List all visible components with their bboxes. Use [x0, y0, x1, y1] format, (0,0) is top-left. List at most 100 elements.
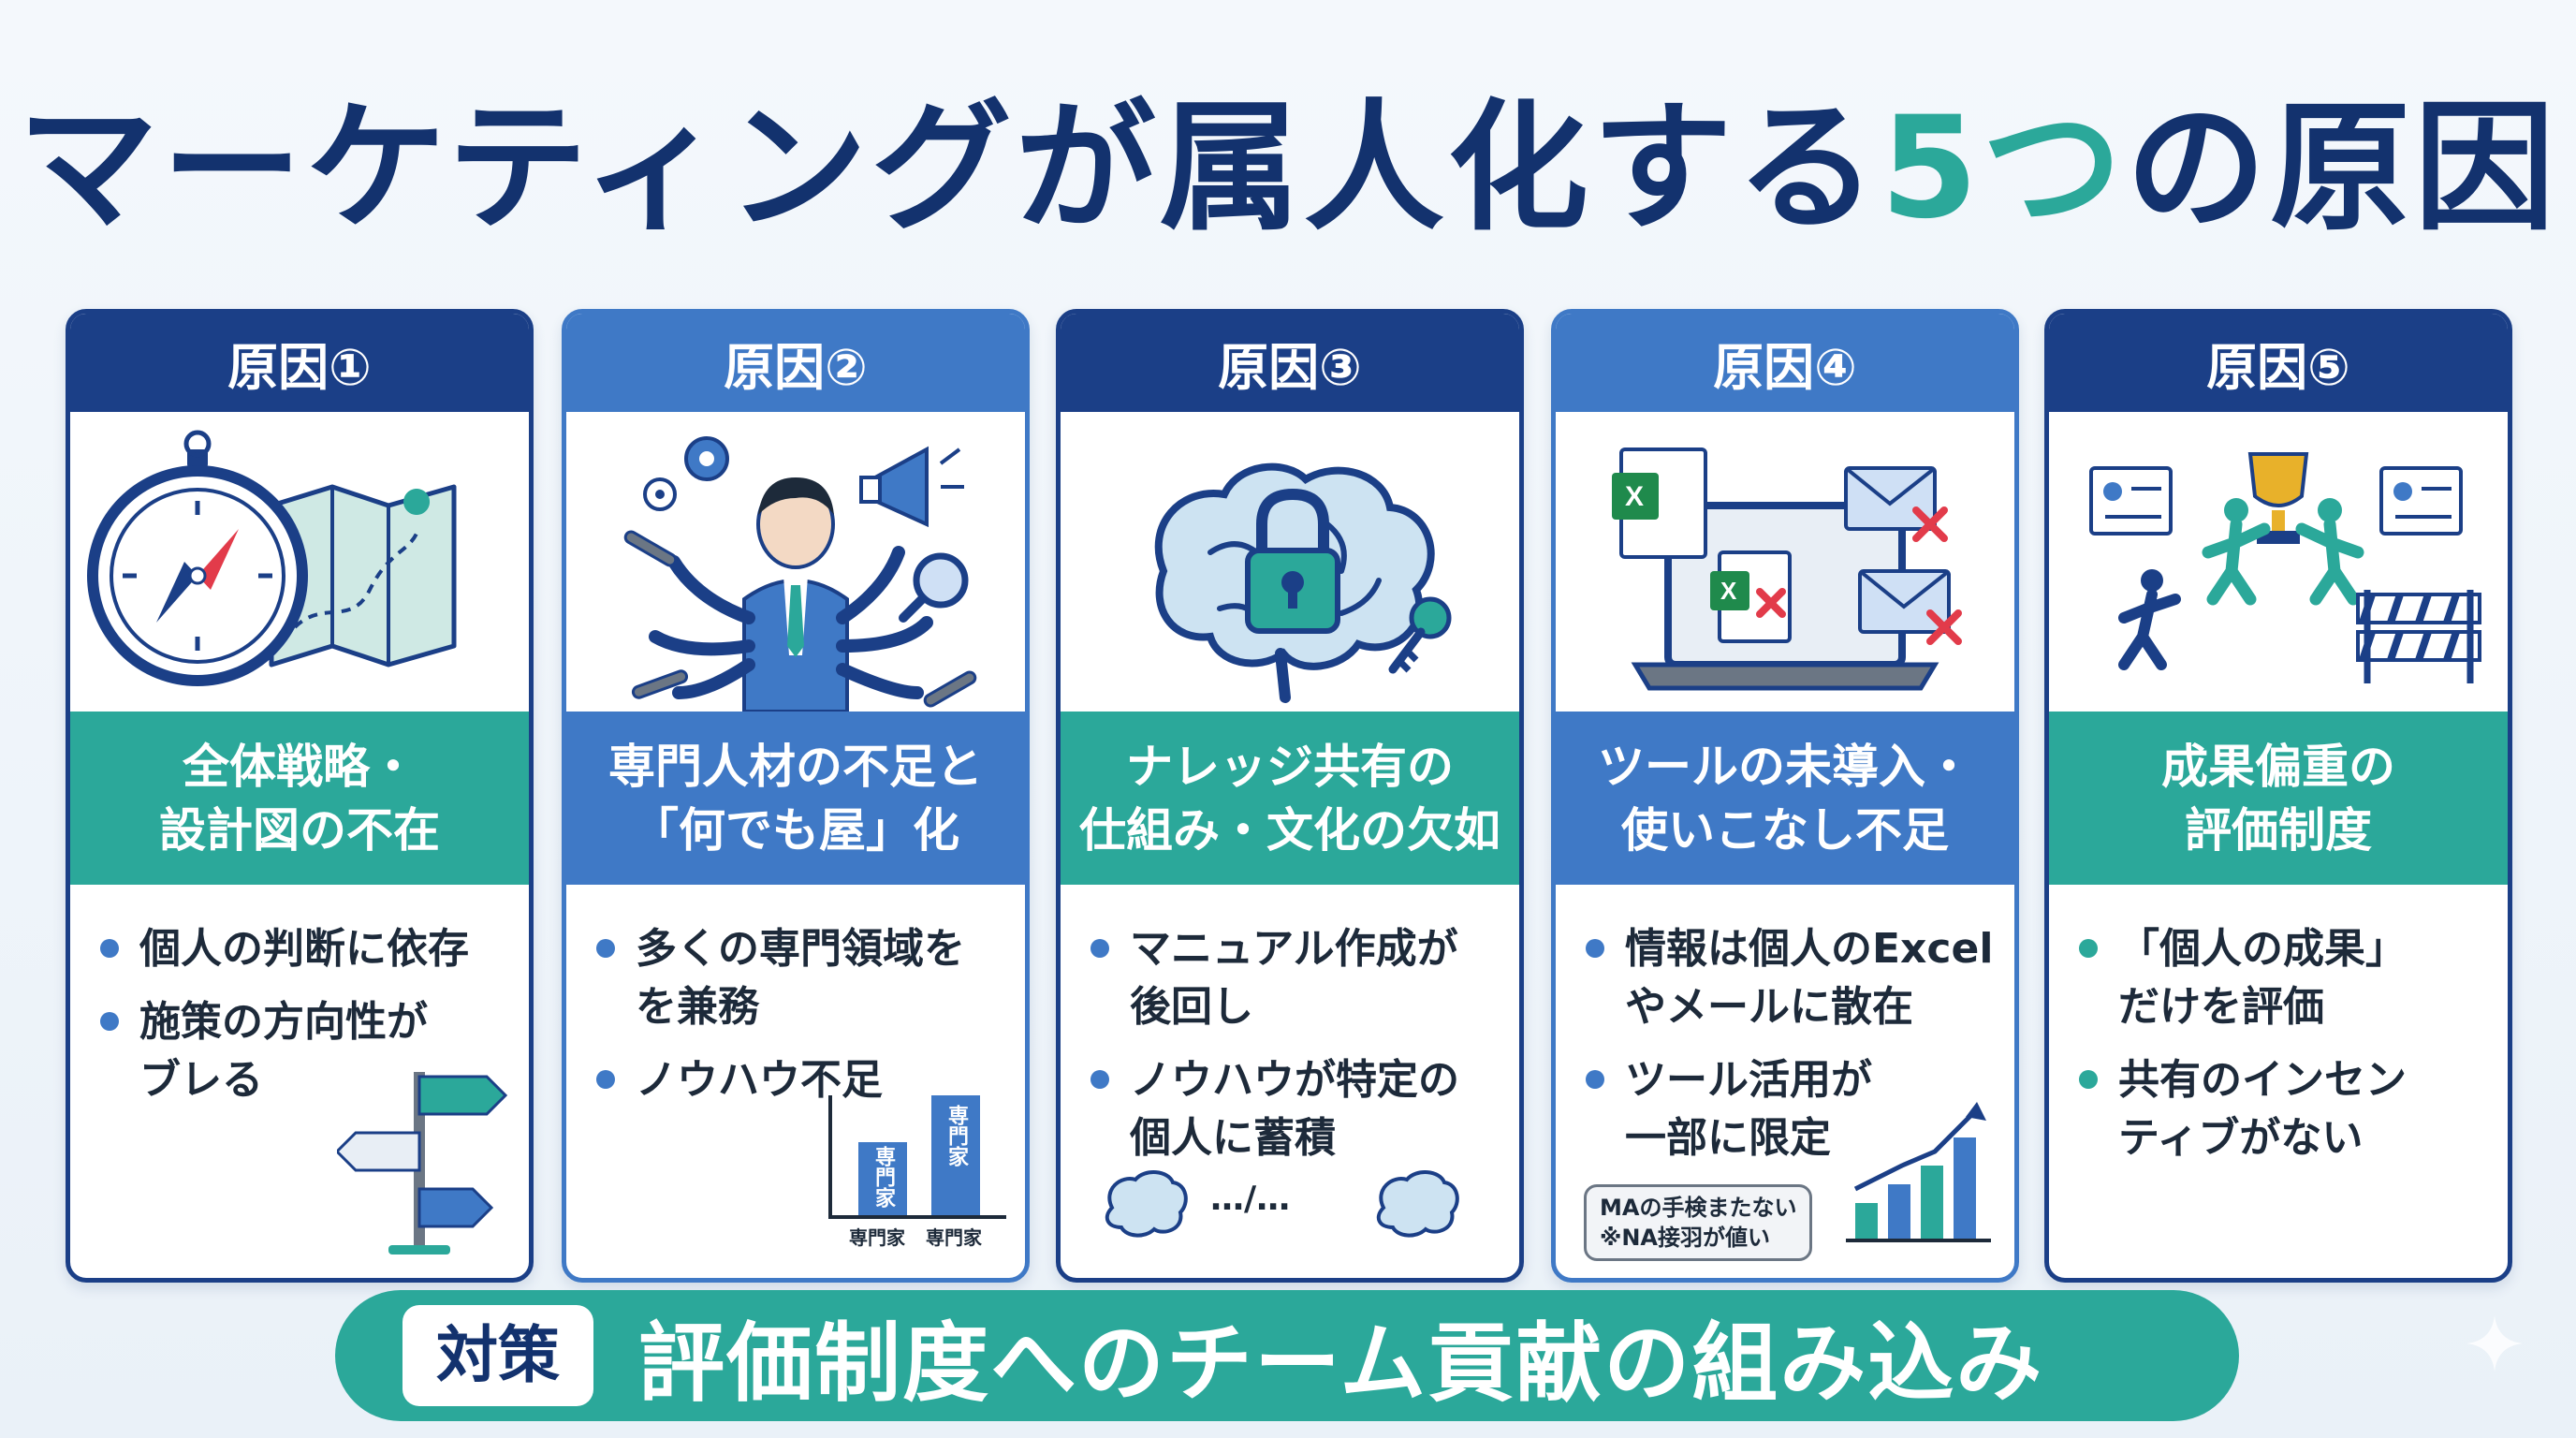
bullet-text: 一部に限定 — [1625, 1114, 1831, 1162]
bullet-text: 多くの専門領域を — [636, 925, 965, 973]
bullet-continuation: やメールに散在 — [1586, 978, 1996, 1036]
bar-text: 専門家 — [871, 1146, 895, 1208]
bullet-dot-icon — [596, 939, 615, 958]
bullet-text: 個人の判断に依存 — [139, 925, 469, 973]
band-line-2: 使いこなし不足 — [1621, 802, 1949, 858]
arms-icon — [649, 546, 933, 699]
chart-axis-y — [828, 1095, 832, 1217]
bar-label: 専門家 — [849, 1226, 905, 1249]
bullet-item: ノウハウが特定の — [1090, 1051, 1500, 1109]
bullet-continuation: 後回し — [1090, 978, 1500, 1036]
countermeasure-text: 評価制度へのチーム貢献の組み込み — [638, 1313, 2044, 1414]
bullet-text: 個人に蓄積 — [1130, 1114, 1336, 1162]
compass-map-illustration — [70, 412, 529, 712]
bullet-text: だけを評価 — [2118, 983, 2324, 1031]
card-band: 専門人材の不足と 「何でも屋」化 — [566, 712, 1025, 885]
person-icon — [742, 477, 849, 712]
bullet-item: ツール活用が — [1586, 1051, 1996, 1109]
bullet-text: 施策の方向性が — [139, 998, 428, 1046]
map-icon — [269, 484, 457, 668]
card-body: 個人の判断に依存 施策の方向性が ブレる — [70, 885, 529, 1278]
band-line-2: 仕組み・文化の欠如 — [1079, 802, 1500, 858]
barrier-icon — [2356, 590, 2481, 683]
card-header: 原因① — [70, 314, 529, 412]
bullet-dot-icon — [2079, 939, 2098, 958]
small-brain-icon — [1105, 1170, 1188, 1238]
bullet-item: ノウハウ不足 — [596, 1051, 1006, 1109]
trophy-team-illustration — [2049, 412, 2508, 712]
bullet-dot-icon — [1586, 1070, 1604, 1089]
megaphone-icon — [859, 446, 964, 528]
card-body: 多くの専門領域を を兼務 ノウハウ不足 専門家 専門家 専門家 専門家 — [566, 885, 1025, 1278]
cause-card-2: 原因② — [562, 309, 1030, 1283]
card-header: 原因② — [566, 314, 1025, 412]
cause-card-4: 原因④ X X — [1551, 309, 2019, 1283]
card-band: ツールの未導入・ 使いこなし不足 — [1556, 712, 2014, 885]
bullet-text: マニュアル作成が — [1130, 925, 1458, 973]
card-body: 「個人の成果」 だけを評価 共有のインセン ティブがない — [2049, 885, 2508, 1278]
card-header: 原因⑤ — [2049, 314, 2508, 412]
card-band: ナレッジ共有の 仕組み・文化の欠如 — [1061, 712, 1519, 885]
band-line-1: 成果偏重の — [2161, 739, 2395, 794]
bar-label: 専門家 — [926, 1226, 982, 1249]
magnifier-icon — [899, 552, 969, 623]
bar-text: 専門家 — [944, 1105, 968, 1167]
wrench-icon — [623, 530, 977, 708]
speech-tag: MAの手検またない ※NA接羽が値い — [1584, 1184, 1813, 1261]
bullet-item: 多くの専門領域を — [596, 920, 1006, 978]
cross-icon — [1756, 506, 1962, 645]
bullet-text: ブレる — [139, 1056, 263, 1104]
tag-line-1: MAの手検またない — [1600, 1195, 1797, 1221]
card-band: 全体戦略・ 設計図の不在 — [70, 712, 529, 885]
bullet-dot-icon — [2079, 1070, 2098, 1089]
card-body: マニュアル作成が 後回し ノウハウが特定の 個人に蓄積 …/… — [1061, 885, 1519, 1278]
profile-card-icon — [2089, 466, 2463, 536]
bullet-dot-icon — [1090, 939, 1109, 958]
band-line-1: 専門人材の不足と — [608, 739, 983, 794]
bullet-continuation: 一部に限定 — [1586, 1109, 1996, 1167]
bullet-item: 施策の方向性が — [100, 993, 510, 1051]
bullet-continuation: 個人に蓄積 — [1090, 1109, 1500, 1167]
bullet-item: 共有のインセン — [2079, 1051, 2489, 1109]
chart-axis-x — [828, 1215, 1006, 1219]
band-line-1: 全体戦略・ — [183, 739, 417, 794]
bullet-text: 情報は個人のExcel — [1625, 925, 1994, 973]
title-end: の原因 — [2126, 87, 2559, 250]
svg-text:X: X — [1720, 577, 1737, 605]
cause-card-5: 原因⑤ — [2044, 309, 2512, 1283]
bullet-item: 「個人の成果」 — [2079, 920, 2489, 978]
bullet-text: 「個人の成果」 — [2118, 925, 2407, 973]
bullet-item: 情報は個人のExcel — [1586, 920, 1996, 978]
svg-text:X: X — [1625, 481, 1644, 512]
cause-card-1: 原因① — [66, 309, 534, 1283]
bullet-text: を兼務 — [636, 983, 759, 1031]
bullet-item: 個人の判断に依存 — [100, 920, 510, 978]
multitasking-person-illustration — [566, 412, 1025, 712]
lock-icon — [1245, 488, 1340, 634]
gear-icon — [643, 436, 729, 511]
card-body: 情報は個人のExcel やメールに散在 ツール活用が 一部に限定 MAの手検また… — [1556, 885, 2014, 1278]
band-line-1: ツールの未導入・ — [1598, 739, 1972, 794]
key-icon — [1388, 596, 1452, 674]
trophy-icon — [2247, 452, 2309, 544]
expert-bar — [931, 1095, 980, 1215]
card-band: 成果偏重の 評価制度 — [2049, 712, 2508, 885]
sparkle-icon — [2466, 1315, 2523, 1372]
title-accent: 5つ — [1880, 87, 2127, 250]
bullet-continuation: ブレる — [100, 1051, 510, 1109]
band-line-2: 評価制度 — [2185, 802, 2372, 858]
cause-card-3: 原因③ ナレッジ共有の 仕組み・文化の欠如 — [1056, 309, 1524, 1283]
bullet-text: ノウハウが特定の — [1130, 1056, 1459, 1104]
tag-line-2: ※NA接羽が値い — [1600, 1225, 1770, 1251]
locked-brain-illustration — [1061, 412, 1519, 712]
laptop-files-illustration: X X — [1556, 412, 2014, 712]
excel-file-icon: X X — [1612, 448, 1792, 643]
bullet-continuation: ティブがない — [2079, 1109, 2489, 1167]
bullet-dot-icon — [100, 939, 119, 958]
bullet-text: 共有のインセン — [2118, 1056, 2407, 1104]
bullet-dot-icon — [596, 1070, 615, 1089]
bullet-continuation: だけを評価 — [2079, 978, 2489, 1036]
band-line-2: 設計図の不在 — [159, 802, 440, 858]
growth-chart-icon — [1846, 1102, 1991, 1242]
card-header: 原因③ — [1061, 314, 1519, 412]
